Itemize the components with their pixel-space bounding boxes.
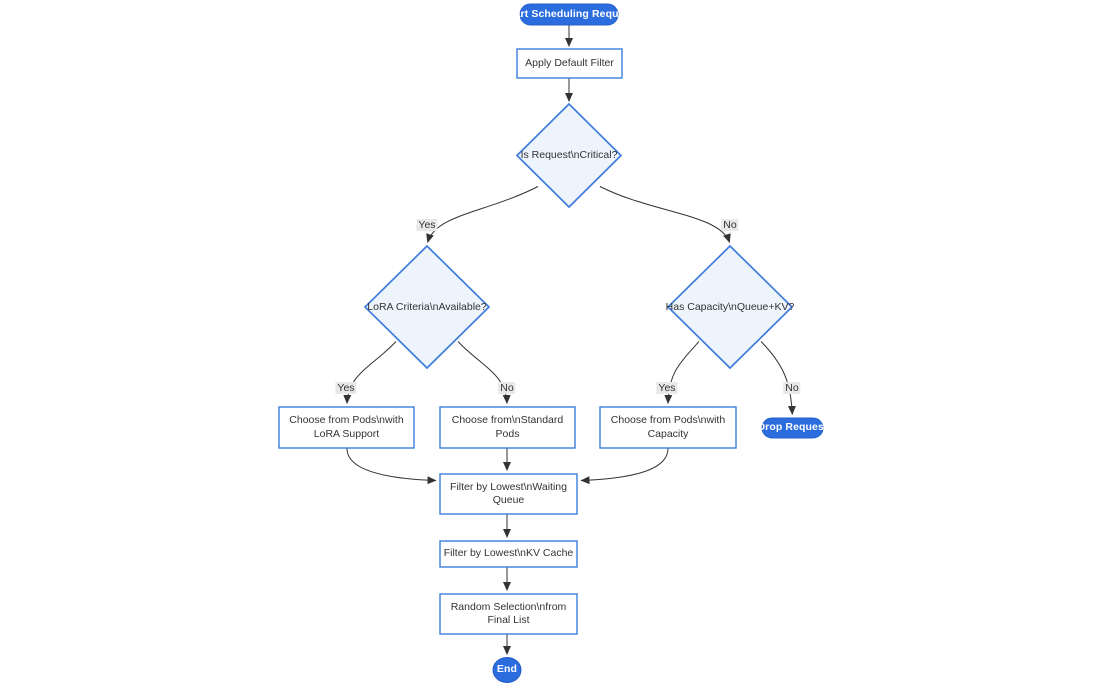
edge-lora-no — [457, 341, 511, 404]
edge-capacity-no — [760, 341, 796, 415]
random-selection-node-shape — [439, 593, 578, 635]
filter-kv-node-shape — [439, 540, 578, 568]
edge-label-capacity-no: No — [783, 382, 801, 394]
filter-queue-node-shape — [439, 473, 578, 515]
is-critical-decision-label: Is Request\nCritical? — [520, 148, 618, 161]
edge-label-lora-yes: Yes — [335, 382, 357, 394]
choose-standard-node-label: Choose from\nStandard Pods — [451, 414, 564, 440]
choose-capacity-node-label: Choose from Pods\nwith Capacity — [610, 414, 726, 440]
edge-lorapods-to-filterqueue — [346, 448, 437, 485]
edge-label-critical-no: No — [721, 219, 739, 231]
edge-lora-yes — [343, 341, 397, 404]
start-node-label: Start Scheduling Request — [503, 7, 635, 20]
apply-filter-node-shape — [516, 48, 623, 79]
edge-label-capacity-yes: Yes — [656, 382, 678, 394]
is-critical-decision-shape — [515, 102, 623, 209]
end-node-label: End — [496, 663, 518, 676]
start-node-shape — [519, 3, 619, 26]
lora-criteria-decision-shape — [363, 244, 491, 370]
filter-kv-node-label: Filter by Lowest\nKV Cache — [443, 547, 574, 560]
choose-lora-node-shape — [278, 406, 415, 449]
has-capacity-decision-label: Has Capacity\nQueue+KV? — [665, 300, 795, 313]
edge-label-lora-no: No — [498, 382, 516, 394]
drop-request-node-shape — [761, 417, 824, 439]
choose-capacity-node-shape — [599, 406, 737, 449]
filter-queue-node-label: Filter by Lowest\nWaiting Queue — [450, 480, 567, 507]
edge-critical-no — [599, 186, 731, 243]
edge-critical-yes — [426, 186, 539, 243]
edge-capacitypods-to-filterqueue — [580, 448, 669, 485]
random-selection-node-label: Random Selection\nfrom Final List — [450, 600, 567, 627]
edge-capacity-yes — [664, 341, 700, 404]
edge-label-critical-yes: Yes — [416, 219, 438, 231]
choose-standard-node-shape — [439, 406, 576, 449]
has-capacity-decision-shape — [666, 244, 794, 370]
apply-filter-node-label: Apply Default Filter — [525, 56, 614, 69]
choose-lora-node-label: Choose from Pods\nwith LoRA Support — [289, 414, 404, 440]
end-node-shape — [492, 657, 522, 683]
lora-criteria-decision-label: LoRA Criteria\nAvailable? — [367, 300, 487, 313]
drop-request-node-label: Drop Request — [757, 421, 828, 434]
